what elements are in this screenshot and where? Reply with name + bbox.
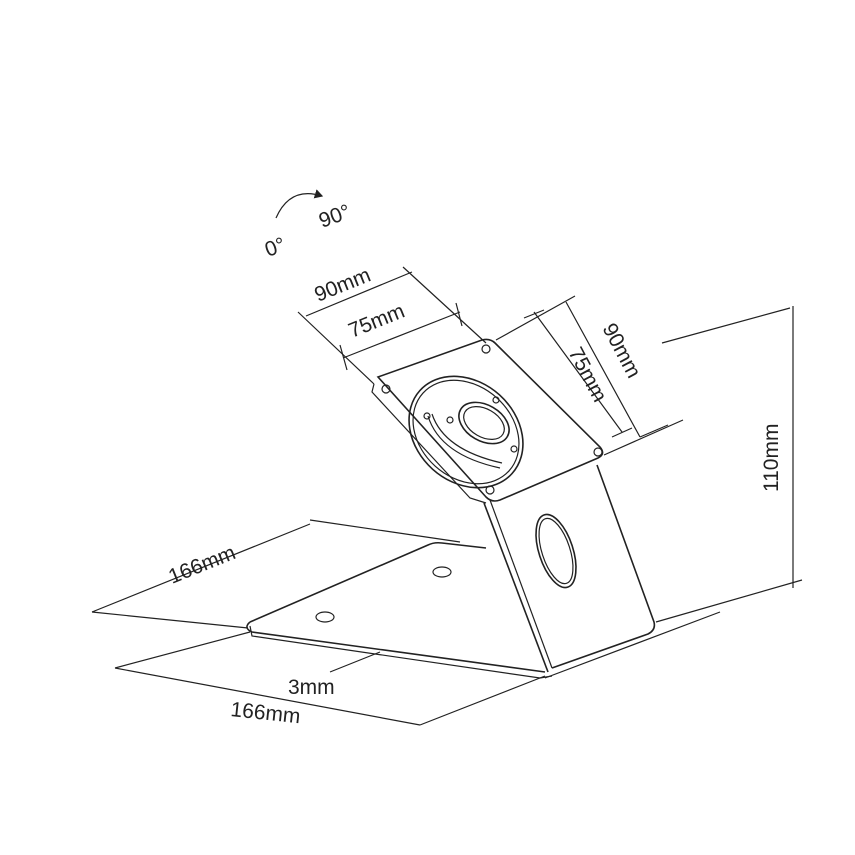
dimension-base-thickness: 3mm bbox=[288, 651, 381, 699]
rotation-end-label: 90° bbox=[316, 200, 354, 232]
dimension-base-width: 166mm bbox=[114, 611, 721, 728]
svg-text:110mm: 110mm bbox=[760, 424, 783, 492]
dimension-base-depth: 166mm bbox=[91, 519, 461, 629]
svg-text:166mm: 166mm bbox=[165, 541, 239, 589]
svg-text:166mm: 166mm bbox=[229, 698, 301, 728]
rotation-start-label: 0° bbox=[262, 233, 289, 261]
svg-text:3mm: 3mm bbox=[288, 676, 335, 699]
stand-upright bbox=[483, 464, 656, 673]
svg-text:75mm: 75mm bbox=[564, 344, 612, 406]
dimension-total-height: 110mm bbox=[655, 306, 803, 623]
rotation-arrow-icon bbox=[275, 189, 324, 219]
vesa-plate bbox=[371, 338, 604, 504]
dimension-plate-width-vesa: 75mm bbox=[339, 299, 463, 371]
